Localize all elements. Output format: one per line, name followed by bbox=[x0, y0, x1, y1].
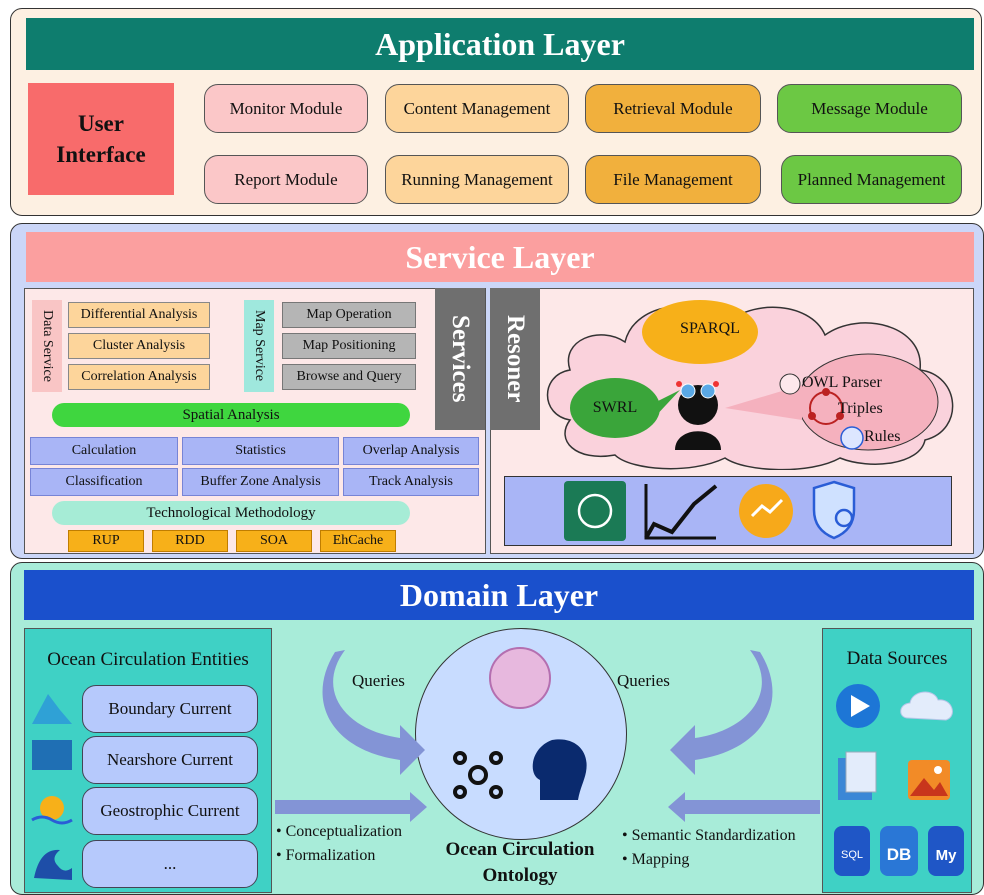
swrl-bubble-tail bbox=[650, 390, 680, 420]
boundary-current: Boundary Current bbox=[82, 685, 258, 733]
statistics-box: Statistics bbox=[182, 437, 339, 465]
formalization-bullet: • Formalization bbox=[276, 847, 376, 864]
overlap-analysis-box: Overlap Analysis bbox=[343, 437, 479, 465]
owl-parser-label: OWL Parser bbox=[802, 374, 882, 391]
swrl-label: SWRL bbox=[592, 399, 638, 416]
semantic-standardization-bullet: • Semantic Standardization bbox=[622, 827, 796, 844]
queries-right-label: Queries bbox=[617, 671, 670, 690]
calculation-box: Calculation bbox=[30, 437, 178, 465]
buffer-zone-analysis-box: Buffer Zone Analysis bbox=[182, 468, 339, 496]
formalization-label: Formalization bbox=[285, 847, 376, 864]
cluster-analysis: Cluster Analysis bbox=[68, 333, 210, 359]
application-layer-title: Application Layer bbox=[26, 18, 974, 70]
triples-label: Triples bbox=[838, 400, 883, 417]
rules-icon bbox=[840, 426, 864, 450]
shield-search-icon bbox=[812, 480, 856, 540]
reasoner-person-icon bbox=[675, 381, 721, 450]
ontology-title-line2: Ontology bbox=[482, 865, 558, 886]
spatial-analysis-bar: Spatial Analysis bbox=[52, 403, 410, 427]
domain-layer-title: Domain Layer bbox=[24, 570, 974, 620]
ai-brain-icon bbox=[564, 481, 626, 541]
right-query-arrow bbox=[670, 650, 773, 775]
technological-methodology-bar: Technological Methodology bbox=[52, 501, 410, 525]
sql-database-icon bbox=[834, 826, 870, 876]
domain-arrows bbox=[275, 650, 820, 822]
rules-label: Rules bbox=[864, 428, 901, 445]
browse-and-query: Browse and Query bbox=[282, 364, 416, 390]
track-analysis-box: Track Analysis bbox=[343, 468, 479, 496]
wave-mountain-icon bbox=[32, 694, 72, 724]
my-label: My bbox=[935, 846, 957, 864]
correlation-analysis: Correlation Analysis bbox=[68, 364, 210, 390]
swrl-bubble bbox=[570, 378, 660, 438]
queries-left-label: Queries bbox=[352, 671, 405, 690]
report-module: Report Module bbox=[204, 155, 368, 204]
sql-label: SQL bbox=[840, 849, 863, 861]
classification-box: Classification bbox=[30, 468, 178, 496]
owl-parser-icon bbox=[779, 373, 801, 395]
entities-title: Ocean Circulation Entities bbox=[47, 649, 249, 670]
db-label: DB bbox=[886, 845, 912, 864]
services-tab-label: Services bbox=[447, 315, 474, 403]
soa-box: SOA bbox=[236, 530, 312, 552]
conceptualization-bullet: • Conceptualization bbox=[276, 823, 403, 840]
user-interface-box: User Interface bbox=[28, 83, 174, 195]
running-management-module: Running Management bbox=[385, 155, 569, 204]
left-query-arrow bbox=[322, 650, 425, 775]
message-module: Message Module bbox=[777, 84, 962, 133]
reef-icon bbox=[32, 740, 72, 770]
ontology-icons bbox=[453, 647, 587, 800]
brain-network-icon bbox=[489, 647, 551, 709]
retrieval-module: Retrieval Module bbox=[585, 84, 761, 133]
resoner-tab-label: Resoner bbox=[502, 315, 529, 403]
services-tab: Services bbox=[435, 288, 485, 430]
ontology-title-line1: Ocean Circulation bbox=[445, 839, 595, 860]
rdd-box: RDD bbox=[152, 530, 228, 552]
planned-management-module: Planned Management bbox=[781, 155, 962, 204]
owl-bubble-tail bbox=[725, 385, 802, 420]
map-service-label: Map Service bbox=[244, 300, 274, 392]
differential-analysis: Differential Analysis bbox=[68, 302, 210, 328]
trend-chart-icon bbox=[644, 484, 718, 539]
sun-sea-icon bbox=[40, 796, 64, 820]
data-source-icons bbox=[834, 684, 964, 876]
data-sources-title: Data Sources bbox=[846, 648, 948, 669]
rup-box: RUP bbox=[68, 530, 144, 552]
reasoning-tools-icons bbox=[564, 480, 856, 541]
map-positioning: Map Positioning bbox=[282, 333, 416, 359]
wave-icon bbox=[34, 849, 72, 880]
more-entities: ... bbox=[82, 840, 258, 888]
mysql-database-icon bbox=[928, 826, 964, 876]
data-service-label: Data Service bbox=[32, 300, 62, 392]
left-feed-arrow bbox=[275, 792, 427, 822]
mapping-bullet: • Mapping bbox=[622, 851, 690, 868]
head-brain-icon bbox=[532, 739, 587, 800]
sparql-bubble bbox=[642, 300, 758, 364]
service-layer-title: Service Layer bbox=[26, 232, 974, 282]
file-management-module: File Management bbox=[585, 155, 761, 204]
triples-icon bbox=[808, 388, 844, 425]
entity-icons bbox=[31, 694, 73, 880]
content-management-module: Content Management bbox=[385, 84, 569, 133]
analytics-icon bbox=[739, 484, 793, 538]
sparql-label: SPARQL bbox=[680, 320, 740, 337]
map-operation: Map Operation bbox=[282, 302, 416, 328]
mapping-label: Mapping bbox=[631, 851, 690, 868]
cloud-icon bbox=[900, 691, 953, 721]
nearshore-current: Nearshore Current bbox=[82, 736, 258, 784]
conceptualization-label: Conceptualization bbox=[285, 823, 403, 840]
semantic-standardization-label: Semantic Standardization bbox=[631, 827, 796, 844]
db-database-icon bbox=[880, 826, 918, 876]
right-feed-arrow bbox=[668, 792, 820, 822]
resoner-tab: Resoner bbox=[490, 288, 540, 430]
monitor-module: Monitor Module bbox=[204, 84, 368, 133]
geostrophic-current: Geostrophic Current bbox=[82, 787, 258, 835]
network-graph-icon bbox=[453, 751, 503, 799]
ehcache-box: EhCache bbox=[320, 530, 396, 552]
reasoner-cloud-graphic bbox=[546, 300, 954, 470]
